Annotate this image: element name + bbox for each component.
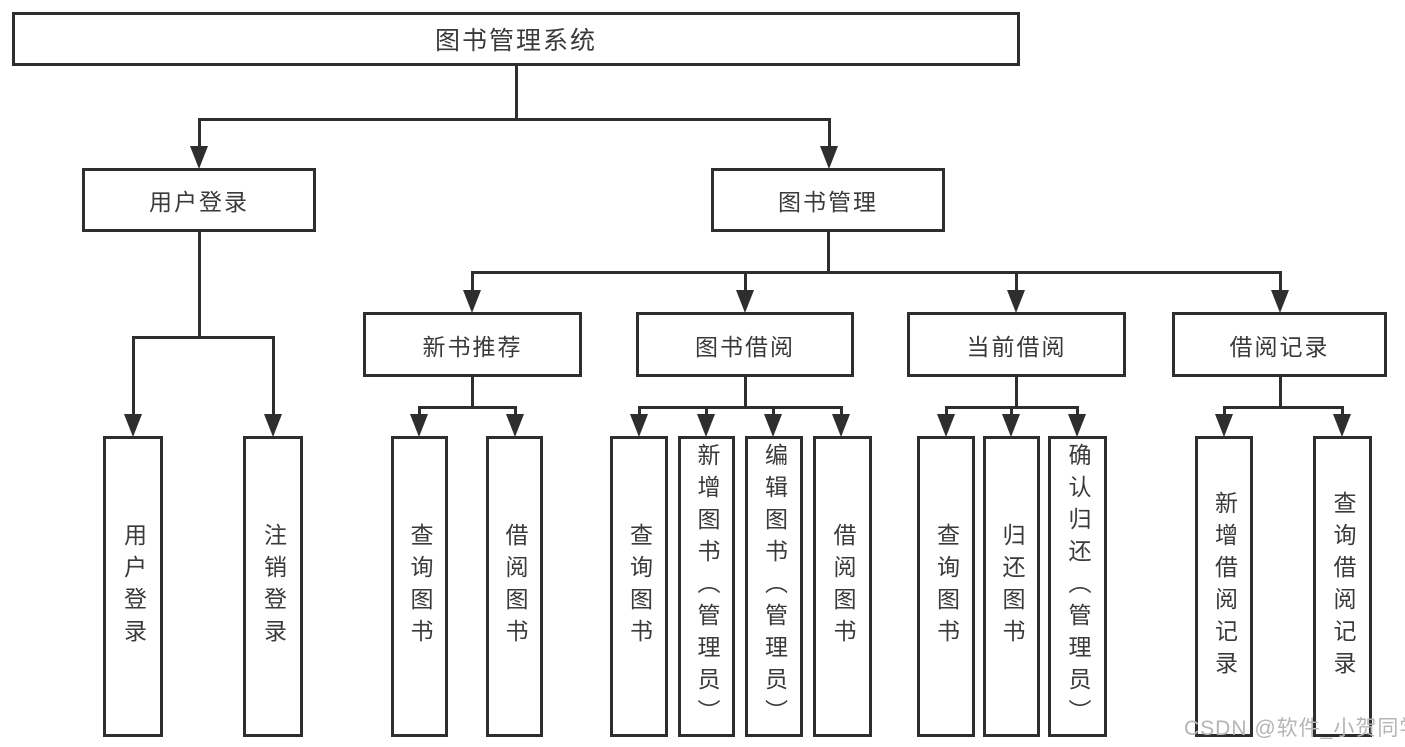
arrow-down-icon — [190, 146, 208, 169]
leaf-recommend-borrow-books-label: 借阅图书 — [502, 522, 528, 651]
arrow-down-icon — [410, 414, 428, 437]
arrow-down-icon — [697, 414, 715, 437]
leaf-current-return-books-label: 归还图书 — [999, 522, 1025, 651]
connector-line — [471, 271, 1282, 274]
leaf-user-login: 用户登录 — [103, 436, 163, 737]
node-borrow-records-label: 借阅记录 — [1229, 333, 1330, 360]
node-borrow-records: 借阅记录 — [1172, 312, 1387, 377]
arrow-down-icon — [820, 146, 838, 169]
leaf-records-add-record-label: 新增借阅记录 — [1211, 490, 1238, 683]
node-book-borrow: 图书借阅 — [636, 312, 854, 377]
connector-line — [1010, 406, 1013, 416]
node-book-management: 图书管理 — [711, 168, 945, 232]
arrow-down-icon — [1333, 414, 1351, 437]
leaf-records-query-record-label: 查询借阅记录 — [1330, 490, 1356, 683]
node-book-borrow-label: 图书借阅 — [695, 333, 795, 360]
leaf-borrow-add-books-admin: 新增图书（管理员） — [678, 436, 735, 737]
leaf-records-query-record: 查询借阅记录 — [1313, 436, 1372, 737]
arrow-down-icon — [463, 290, 481, 313]
connector-line — [828, 118, 831, 150]
node-user-login-label: 用户登录 — [149, 189, 249, 215]
arrow-down-icon — [264, 414, 282, 437]
connector-line — [744, 377, 747, 409]
arrow-down-icon — [832, 414, 850, 437]
arrow-down-icon — [630, 414, 648, 437]
connector-line — [132, 336, 135, 416]
leaf-current-query-books-label: 查询图书 — [933, 522, 960, 651]
connector-line — [1341, 406, 1344, 416]
connector-line — [418, 406, 517, 409]
connector-line — [1223, 406, 1226, 416]
connector-line — [132, 336, 275, 339]
connector-line — [1223, 406, 1342, 409]
arrow-down-icon — [1002, 414, 1020, 437]
connector-line — [515, 64, 518, 120]
leaf-recommend-query-books-label: 查询图书 — [407, 522, 433, 651]
csdn-watermark: CSDN @软件_小贺同学 — [1184, 717, 1405, 740]
connector-line — [1076, 406, 1079, 416]
connector-line — [198, 118, 831, 121]
leaf-current-confirm-return-admin: 确认归还（管理员） — [1048, 436, 1107, 737]
arrow-down-icon — [506, 414, 524, 437]
connector-line — [272, 336, 275, 416]
connector-line — [772, 406, 775, 416]
arrow-down-icon — [1068, 414, 1086, 437]
connector-line — [1279, 271, 1282, 291]
leaf-logout: 注销登录 — [243, 436, 303, 737]
connector-line — [471, 271, 474, 291]
leaf-current-query-books: 查询图书 — [917, 436, 975, 737]
node-current-borrow: 当前借阅 — [907, 312, 1126, 377]
leaf-current-return-books: 归还图书 — [983, 436, 1040, 737]
leaf-borrow-edit-books-admin: 编辑图书（管理员） — [745, 436, 803, 737]
arrow-down-icon — [764, 414, 782, 437]
leaf-logout-label: 注销登录 — [260, 522, 287, 651]
connector-line — [198, 118, 201, 150]
connector-line — [705, 406, 708, 416]
connector-line — [1279, 377, 1282, 409]
leaf-borrow-add-books-admin-label: 新增图书（管理员） — [694, 442, 720, 731]
node-new-book-recommend-label: 新书推荐 — [422, 333, 523, 360]
node-current-borrow-label: 当前借阅 — [966, 333, 1067, 360]
leaf-recommend-borrow-books: 借阅图书 — [486, 436, 543, 737]
connector-line — [744, 271, 747, 291]
arrow-down-icon — [1007, 290, 1025, 313]
connector-line — [471, 377, 474, 409]
arrow-down-icon — [937, 414, 955, 437]
connector-line — [945, 406, 948, 416]
connector-line — [198, 230, 201, 338]
connector-line — [1015, 377, 1018, 409]
node-user-login: 用户登录 — [82, 168, 316, 232]
leaf-borrow-borrow-books-label: 借阅图书 — [830, 522, 856, 651]
arrow-down-icon — [736, 290, 754, 313]
node-book-management-label: 图书管理 — [778, 189, 878, 215]
connector-line — [638, 406, 843, 409]
arrow-down-icon — [124, 414, 142, 437]
connector-line — [418, 406, 421, 416]
node-new-book-recommend: 新书推荐 — [363, 312, 582, 377]
arrow-down-icon — [1215, 414, 1233, 437]
leaf-current-confirm-return-admin-label: 确认归还（管理员） — [1065, 442, 1091, 731]
leaf-borrow-query-books-label: 查询图书 — [626, 522, 653, 651]
connector-line — [638, 406, 641, 416]
arrow-down-icon — [1271, 290, 1289, 313]
leaf-user-login-label: 用户登录 — [120, 522, 147, 651]
node-library-system: 图书管理系统 — [12, 12, 1020, 66]
leaf-records-add-record: 新增借阅记录 — [1195, 436, 1253, 737]
connector-line — [1015, 271, 1018, 291]
leaf-borrow-edit-books-admin-label: 编辑图书（管理员） — [761, 442, 788, 731]
node-library-system-label: 图书管理系统 — [434, 27, 597, 55]
leaf-borrow-borrow-books: 借阅图书 — [813, 436, 872, 737]
connector-line — [514, 406, 517, 416]
leaf-recommend-query-books: 查询图书 — [391, 436, 448, 737]
connector-line — [840, 406, 843, 416]
leaf-borrow-query-books: 查询图书 — [610, 436, 668, 737]
connector-line — [827, 230, 830, 273]
